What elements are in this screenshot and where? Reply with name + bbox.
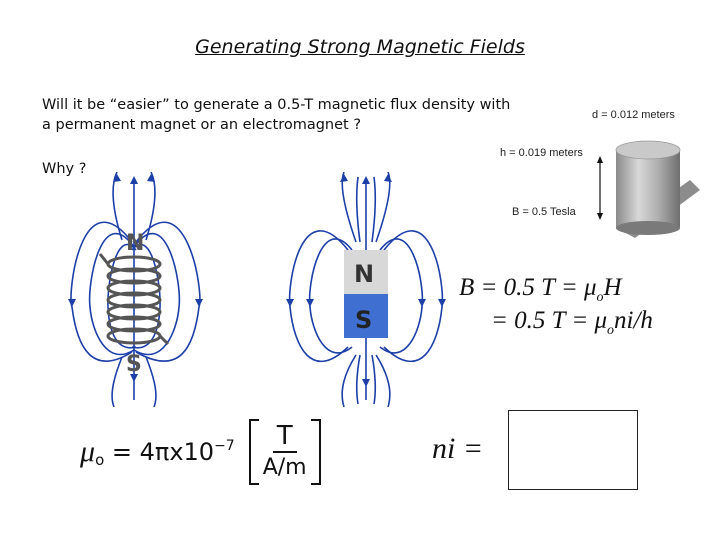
magnet-south-pole (344, 294, 388, 338)
why-text: Why ? (42, 161, 87, 177)
magnet-field-arrows (286, 174, 446, 387)
answer-box[interactable] (508, 410, 638, 490)
diameter-label: d = 0.012 meters (592, 109, 675, 121)
cylinder-body (616, 150, 680, 228)
magnet-north-pole (344, 250, 388, 294)
height-label: h = 0.019 meters (500, 147, 583, 159)
field-strength-label: B = 0.5 Tesla (512, 206, 576, 218)
permanent-magnet-diagram: N S (286, 172, 446, 407)
electromagnet-diagram: N S (68, 172, 203, 407)
unit-fraction: T A/m (248, 419, 321, 485)
cylinder-top (615, 140, 681, 160)
coil-south-label: S (126, 352, 142, 377)
magnet-north-label: N (354, 260, 374, 288)
equation-line-1: B = 0.5 T = μoH (459, 274, 622, 305)
slide-title: Generating Strong Magnetic Fields (195, 36, 525, 58)
cylinder-magnet-photo (597, 140, 700, 238)
coil-windings (98, 253, 170, 346)
question-text: Will it be “easier” to generate a 0.5-T … (42, 97, 511, 133)
coil-field-arrows (68, 174, 203, 382)
magnet-south-label: S (355, 306, 372, 334)
coil-north-label: N (126, 231, 144, 256)
ni-equation: ni = (432, 432, 484, 465)
equation-line-2: = 0.5 T = μoni/h (491, 307, 653, 338)
